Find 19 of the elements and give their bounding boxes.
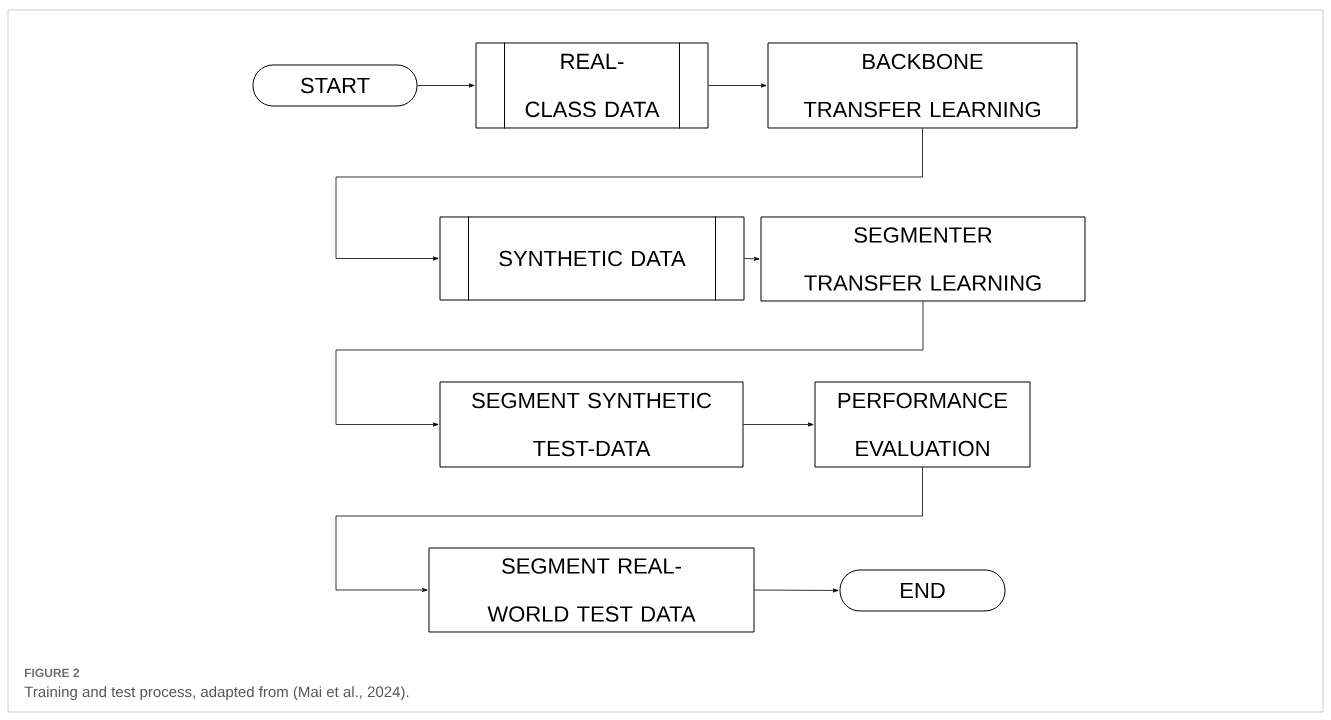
arrow: [335, 128, 923, 261]
arrow: [335, 301, 924, 427]
subprocess-box: SYNTHETIC DATA: [439, 216, 745, 301]
caption: Training and test process, adapted from (Mai et al., 2024).: [24, 686, 409, 701]
process-box: PERFORMANCE EVALUATION: [814, 381, 1031, 468]
process-box: SEGMENT SYNTHETIC TEST-DATA: [439, 381, 744, 468]
arrow: [743, 422, 814, 427]
arrow: [708, 83, 767, 88]
process-box: SEGMENTER TRANSFER LEARNING: [760, 216, 1086, 302]
process-box: BACKBONE TRANSFER LEARNING: [767, 42, 1078, 129]
terminal-box: START: [252, 64, 418, 107]
subprocess-box: REAL-CLASS DATA: [475, 42, 709, 129]
figure-label: FIGURE 2: [25, 668, 80, 678]
arrow: [754, 588, 839, 593]
process-box: SEGMENT REAL-WORLD TEST DATA: [428, 547, 755, 633]
terminal-box: END: [839, 569, 1006, 612]
arrow: [335, 467, 923, 593]
arrow: [417, 83, 475, 88]
arrow: [744, 256, 760, 261]
